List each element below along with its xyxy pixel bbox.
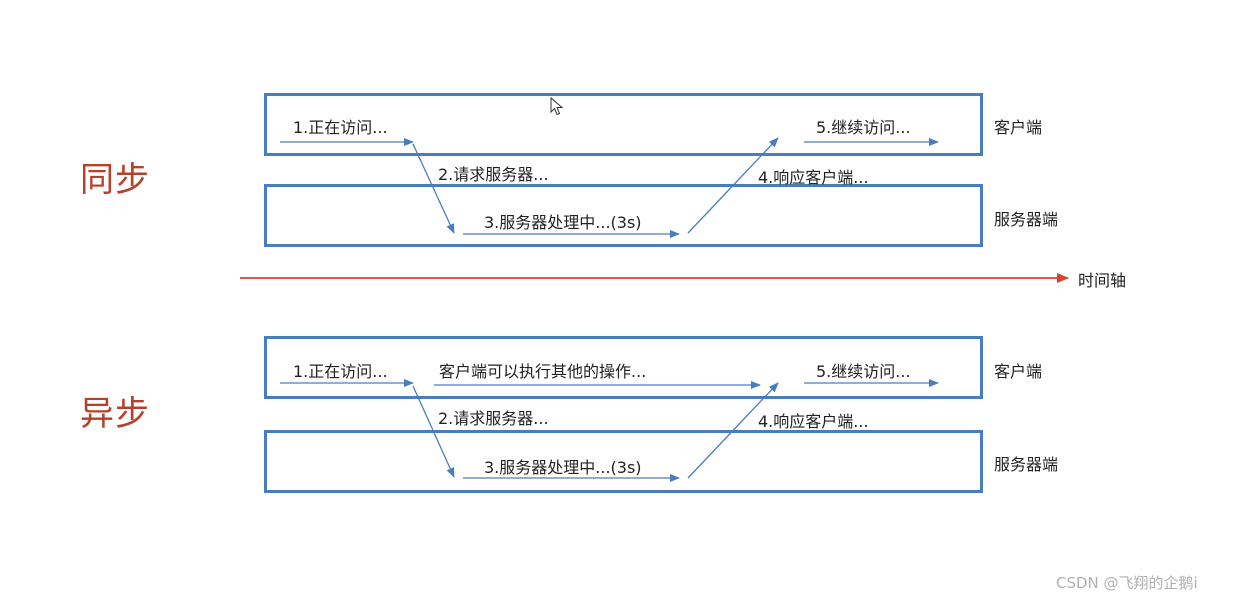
async-step4-label: 4.响应客户端... <box>758 412 869 431</box>
watermark: CSDN @飞翔的企鹅i <box>1056 574 1198 592</box>
sync-server-label: 服务器端 <box>994 210 1059 229</box>
async-title: 异步 <box>80 394 150 434</box>
mouse-cursor-icon <box>550 97 564 116</box>
async-server-lane <box>264 430 983 493</box>
async-step2-arrow <box>412 385 455 478</box>
async-server-label: 服务器端 <box>994 455 1059 474</box>
sync-server-lane <box>264 184 983 247</box>
sync-step2-arrow <box>412 143 455 234</box>
async-client-label: 客户端 <box>994 362 1043 381</box>
async-client-extra-label: 客户端可以执行其他的操作... <box>439 362 647 381</box>
sync-client-lane <box>264 93 983 156</box>
sync-title: 同步 <box>80 160 150 200</box>
async-step4-arrow <box>687 382 779 479</box>
sync-step4-arrow <box>687 137 779 234</box>
async-step3-label: 3.服务器处理中...(3s) <box>484 458 642 477</box>
sync-step1-label: 1.正在访问... <box>293 118 388 137</box>
async-step2-label: 2.请求服务器... <box>438 409 549 428</box>
sync-step4-label: 4.响应客户端... <box>758 168 869 187</box>
sync-step3-label: 3.服务器处理中...(3s) <box>484 213 642 232</box>
async-client-lane <box>264 336 983 399</box>
sync-step5-label: 5.继续访问... <box>816 118 911 137</box>
async-step1-label: 1.正在访问... <box>293 362 388 381</box>
sync-client-label: 客户端 <box>994 118 1043 137</box>
async-step5-label: 5.继续访问... <box>816 362 911 381</box>
sync-step2-label: 2.请求服务器... <box>438 165 549 184</box>
timeline-label: 时间轴 <box>1078 271 1127 290</box>
